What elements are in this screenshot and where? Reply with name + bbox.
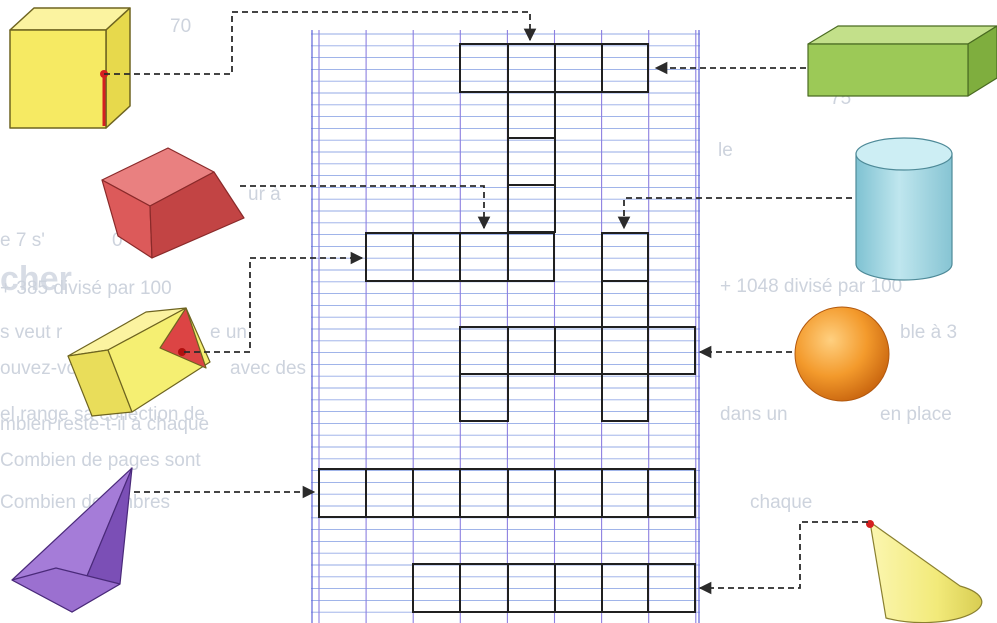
bg-text-line: le bbox=[718, 140, 733, 161]
bg-text-line: chaque bbox=[750, 492, 812, 513]
triangular-prism-icon bbox=[68, 308, 210, 416]
bg-text-line: + 385 divisé par 100 bbox=[0, 278, 172, 299]
bg-text-line: s veut r bbox=[0, 322, 63, 343]
green-box-icon bbox=[808, 26, 997, 96]
sphere-icon bbox=[795, 307, 889, 401]
bg-text-line: dans un bbox=[720, 404, 788, 425]
bg-text-line: 70 bbox=[170, 16, 191, 37]
bg-text-line: e 7 s' bbox=[0, 230, 45, 251]
bg-text-line: Combien de pages sont bbox=[0, 450, 201, 471]
yellow-prism-icon bbox=[10, 8, 130, 128]
bg-text-line: en place bbox=[880, 404, 952, 425]
bg-text-line: mbien reste-t-il à chaque bbox=[0, 414, 209, 435]
red-cube-icon bbox=[102, 148, 244, 258]
bg-text-line: e un bbox=[210, 322, 247, 343]
cylinder-icon bbox=[856, 138, 952, 280]
bg-text-line: + 1048 divisé par 100 bbox=[720, 276, 902, 297]
bg-text-line: ur à bbox=[248, 184, 281, 205]
arrow-cone-to-net bbox=[700, 522, 868, 588]
cone-icon bbox=[866, 520, 982, 623]
bg-text-line: avec des bbox=[230, 358, 306, 379]
bg-text-line: ble à 3 bbox=[900, 322, 957, 343]
pyramid-icon bbox=[12, 468, 132, 612]
bg-text-line: Combien de timbres bbox=[0, 492, 170, 513]
